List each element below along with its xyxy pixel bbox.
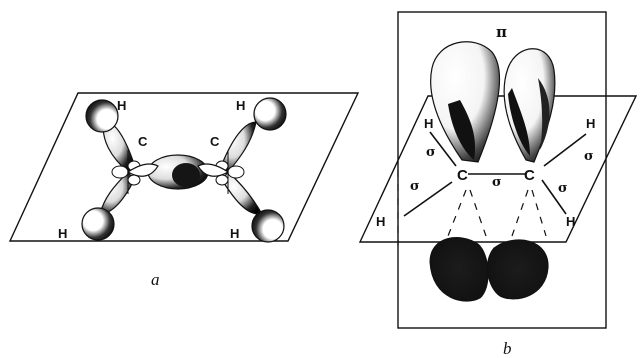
label-c-right-b: C (524, 167, 535, 184)
label-sigma-lower-right: σ (558, 181, 568, 196)
label-c-right: C (210, 134, 220, 149)
figure-a: H H H H C C a (10, 93, 358, 289)
cc-sigma-orbital (148, 155, 208, 189)
h-sphere-top-left (86, 100, 118, 132)
label-h-lower-left-b: H (376, 214, 385, 229)
label-c-left-b: C (457, 167, 468, 184)
label-h-bottom-right: H (230, 226, 239, 241)
caption-a: a (151, 270, 160, 289)
label-pi: π (496, 23, 507, 41)
label-sigma-lower-left: σ (410, 179, 420, 194)
right-carbon-orbitals (198, 122, 262, 214)
h-sphere-bottom-left (82, 208, 114, 240)
label-h-lower-right-b: H (566, 214, 575, 229)
label-sigma-upper-right: σ (584, 149, 594, 164)
label-h-upper-left-b: H (424, 116, 433, 131)
label-c-left: C (138, 134, 148, 149)
caption-b: b (503, 339, 512, 358)
left-carbon-orbitals (100, 120, 158, 214)
label-sigma-cc: σ (492, 175, 502, 190)
h-sphere-bottom-right (252, 210, 284, 242)
label-sigma-upper-left: σ (426, 145, 436, 160)
label-h-upper-right-b: H (586, 116, 595, 131)
label-h-top-right: H (236, 98, 245, 113)
figure-b: π C C H H H H σ σ σ σ σ b (360, 12, 636, 358)
label-h-top-left: H (117, 98, 126, 113)
label-h-bottom-left: H (58, 226, 67, 241)
h-sphere-top-right (254, 98, 286, 130)
pi-orbital-lower-lobes (430, 238, 548, 302)
